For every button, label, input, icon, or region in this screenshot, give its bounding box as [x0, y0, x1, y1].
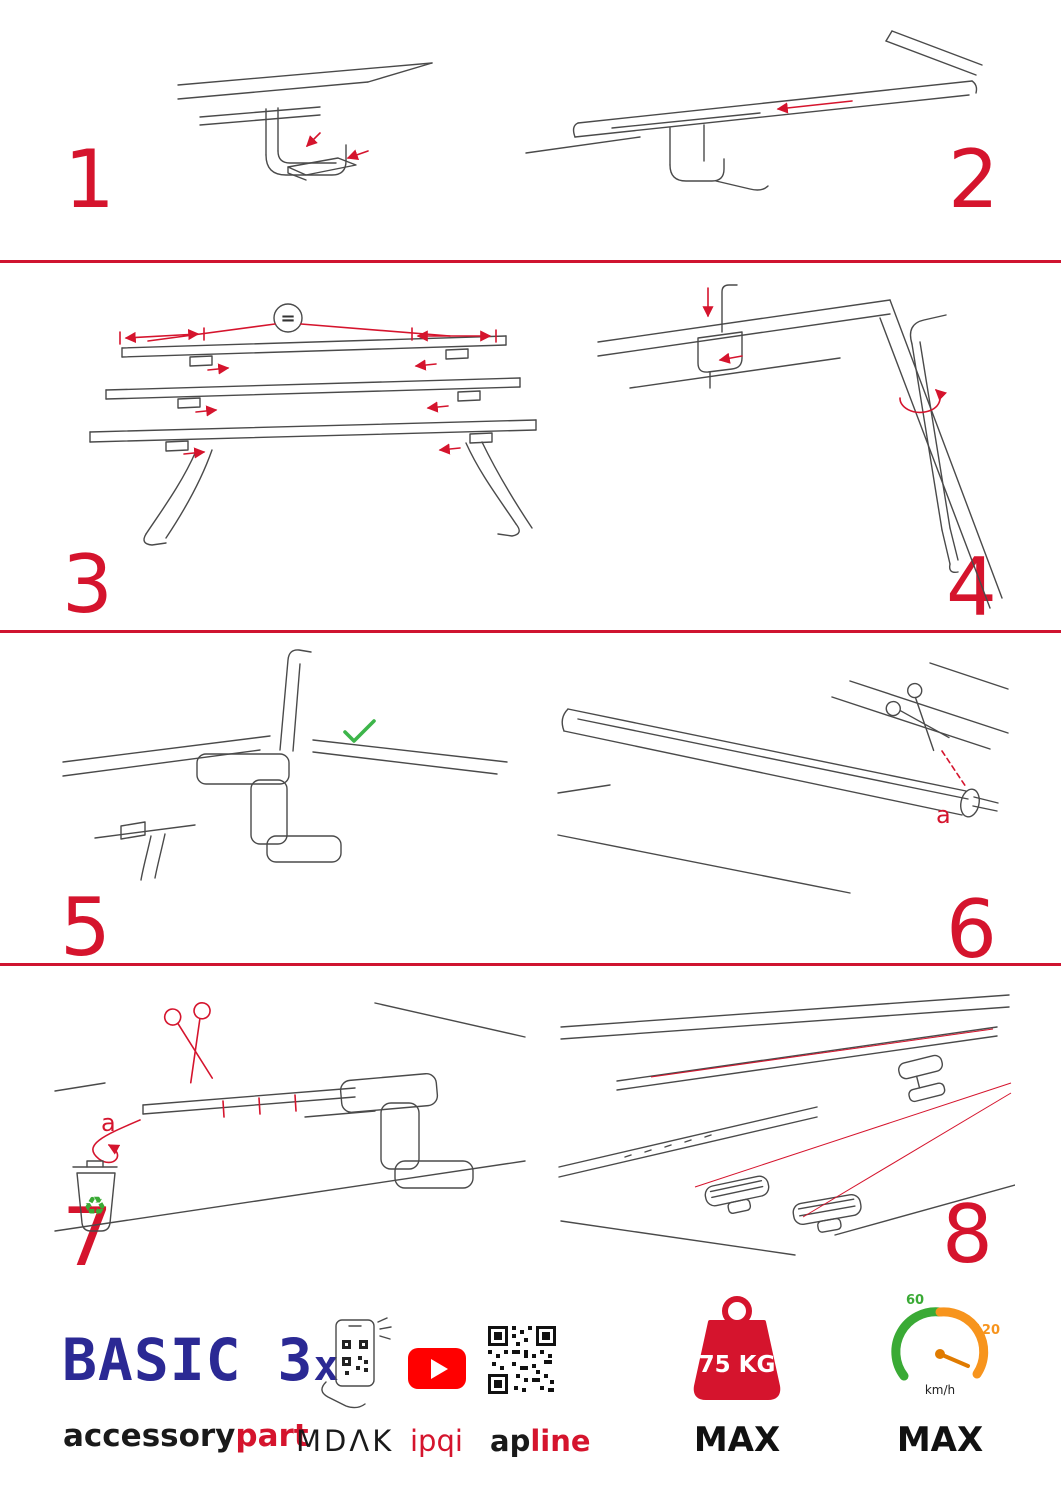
- section-divider: [0, 630, 1061, 633]
- play-icon: [430, 1358, 448, 1379]
- step-3-number: 3: [62, 538, 113, 631]
- equal-spacing-label: =: [280, 308, 295, 329]
- step-2-number: 2: [948, 133, 999, 226]
- recycle-icon: ♻: [83, 1192, 106, 1222]
- qr-code: [488, 1326, 556, 1394]
- partner-app-label: MDΛK: [296, 1424, 395, 1458]
- speedometer-icon: 60 120 km/h: [891, 1293, 1000, 1397]
- tagline-part: part: [235, 1418, 309, 1454]
- speed-low-label: 60: [906, 1293, 924, 1308]
- t-bolt-adapter: [704, 1175, 770, 1214]
- step-3-illustration: =: [89, 303, 537, 546]
- tagline-accessory: accessory: [63, 1418, 236, 1454]
- step-8-number: 8: [942, 1188, 993, 1281]
- checkmark-icon: [343, 719, 376, 743]
- trash-icon: [72, 1160, 118, 1232]
- step-4-arrows: [702, 287, 947, 414]
- weight-max-label: MAX: [693, 1420, 781, 1460]
- partner-video-label: ipqi: [410, 1424, 463, 1458]
- step-3-dimension-lines: [119, 323, 497, 459]
- partner-qr-label: apline: [490, 1424, 591, 1458]
- step-6-cut-line: [941, 750, 967, 788]
- step-8-illustration: [558, 994, 1015, 1256]
- step-8-leader-lines: [650, 1028, 1012, 1218]
- step-1-number: 1: [64, 133, 115, 226]
- speed-high-label: 120: [973, 1323, 1000, 1338]
- clamp-piece: [898, 1054, 946, 1103]
- phone-qr-icon: [321, 1317, 392, 1409]
- step-6-number: 6: [946, 883, 997, 976]
- cut-label-a: a: [936, 801, 951, 829]
- scissors-icon: [163, 1001, 214, 1084]
- speed-max-label: MAX: [896, 1420, 984, 1460]
- t-bolt-adapter: [792, 1193, 862, 1233]
- weight-value: 75 KG: [699, 1352, 776, 1378]
- scissors-icon: [885, 682, 950, 752]
- cut-label-a: a: [101, 1109, 116, 1137]
- step-2-illustration: [525, 30, 983, 191]
- step-1-arrows: [306, 132, 369, 161]
- step-6-illustration: a: [557, 662, 1009, 894]
- step-1-illustration: [177, 62, 433, 181]
- brand-name: BASIC 3: [62, 1326, 314, 1394]
- section-divider: [0, 963, 1061, 966]
- speed-unit-label: km/h: [925, 1383, 955, 1397]
- step-5-illustration: [62, 649, 508, 881]
- apline-red: line: [530, 1424, 591, 1458]
- youtube-icon: [408, 1348, 466, 1389]
- step-7-number: 7: [62, 1191, 113, 1284]
- step-2-arrow: [776, 100, 853, 114]
- max-weight-icon: 75 KG: [693, 1296, 781, 1400]
- step-7-cut-marks: [92, 1094, 297, 1164]
- step-5-number: 5: [60, 881, 111, 974]
- section-divider: [0, 260, 1061, 263]
- apline-black: ap: [490, 1424, 531, 1458]
- step-4-illustration: [597, 284, 1003, 609]
- step-7-illustration: a ♻: [54, 1001, 526, 1232]
- brand-tagline: accessorypart: [63, 1418, 309, 1454]
